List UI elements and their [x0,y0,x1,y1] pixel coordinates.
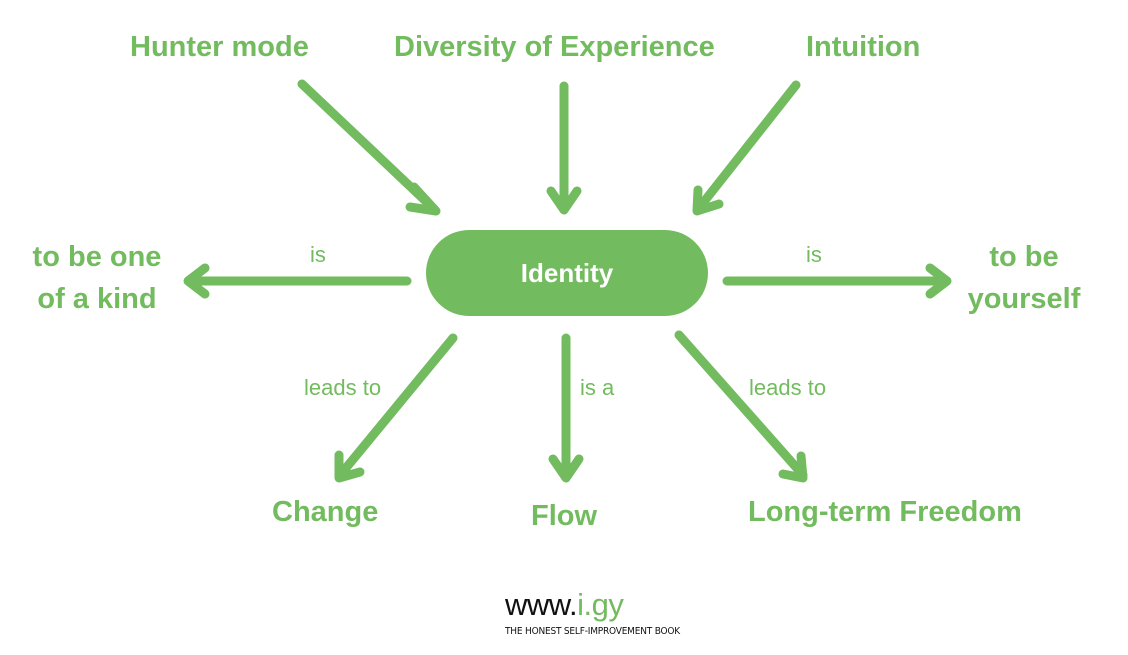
node-long-term-freedom: Long-term Freedom [748,496,1022,528]
identity-label: Identity [520,257,614,288]
brand-url-domain: i.gy [577,587,624,622]
arrow-identity-to-yourself [722,263,952,299]
arrow-hunter-to-identity [297,79,441,216]
brand-url-prefix: www. [505,587,578,622]
edge-label-is-left: is [310,242,326,267]
one-of-a-kind-line1: to be one [32,241,162,273]
node-diversity-of-experience: Diversity of Experience [394,31,715,63]
edge-label-leads-to-change: leads to [304,375,382,400]
arrow-identity-to-change [334,333,458,483]
arrow-identity-to-one-of-a-kind [183,263,412,299]
brand-tagline: THE HONEST SELF-IMPROVEMENT BOOK [505,626,680,637]
node-identity: Identity [426,230,708,316]
yourself-line2: yourself [967,283,1081,315]
node-one-of-a-kind: to be one of a kind [22,236,172,320]
edge-label-is-a: is a [580,375,615,400]
brand-url: www.i.gy [505,588,680,622]
edge-label-leads-to-freedom: leads to [749,375,827,400]
node-change: Change [272,496,379,528]
edge-label-is-right: is [806,242,822,267]
arrow-diversity-to-identity [546,81,582,215]
brand-logo: www.i.gy THE HONEST SELF-IMPROVEMENT BOO… [505,588,680,638]
arrow-identity-to-flow [548,333,584,483]
node-yourself: to be yourself [962,236,1086,320]
node-flow: Flow [531,500,598,532]
arrow-identity-to-freedom [674,330,808,483]
node-hunter-mode: Hunter mode [130,31,309,63]
node-intuition: Intuition [806,31,921,63]
one-of-a-kind-line2: of a kind [37,283,157,315]
yourself-line1: to be [989,241,1059,273]
arrow-intuition-to-identity [692,80,801,216]
